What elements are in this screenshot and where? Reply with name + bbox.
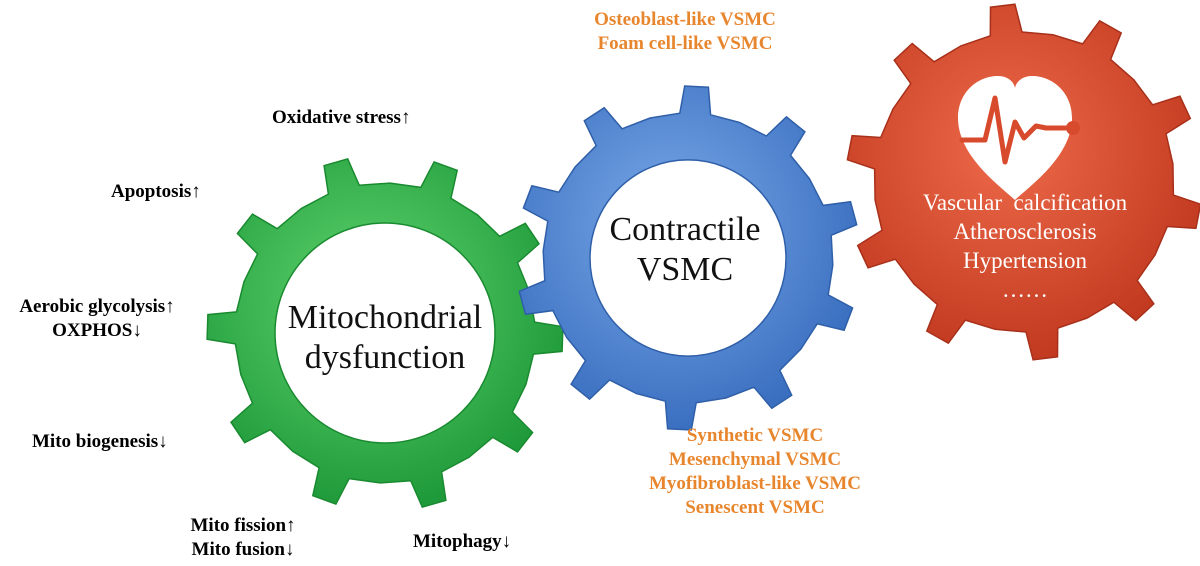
disease-line-hypertension: Hypertension xyxy=(963,248,1087,273)
mitochondrial-gear-text: Mitochondrial dysfunction xyxy=(240,298,530,378)
contractile-line2: VSMC xyxy=(636,251,734,288)
top-phenotypes: Osteoblast-like VSMC Foam cell-like VSMC xyxy=(560,8,810,56)
bottom-phenotypes: Synthetic VSMC Mesenchymal VSMC Myofibro… xyxy=(605,424,905,520)
disease-gear-text: Vascular calcification Atherosclerosis H… xyxy=(900,188,1150,304)
label-metabolism: Aerobic glycolysis↑ OXPHOS↓ xyxy=(2,295,192,343)
mitochondrial-line2: dysfunction xyxy=(304,339,466,376)
label-oxidative-stress: Oxidative stress↑ xyxy=(272,107,411,128)
label-mito-biogenesis: Mito biogenesis↓ xyxy=(32,431,168,452)
label-aerobic-glycolysis: Aerobic glycolysis↑ xyxy=(19,296,175,317)
label-apoptosis: Apoptosis↑ xyxy=(111,181,201,202)
label-mito-fusion: Mito fusion↓ xyxy=(191,539,295,560)
disease-line-vascular-calcification: Vascular calcification xyxy=(922,190,1128,215)
phenotype-foam-cell-like: Foam cell-like VSMC xyxy=(597,33,773,54)
contractile-gear-text: Contractile VSMC xyxy=(580,210,790,290)
label-mito-dynamics: Mito fission↑ Mito fusion↓ xyxy=(168,514,318,562)
phenotype-mesenchymal: Mesenchymal VSMC xyxy=(668,449,842,470)
mitochondrial-line1: Mitochondrial xyxy=(287,299,483,336)
contractile-gear xyxy=(518,85,858,431)
mitochondrial-gear xyxy=(206,157,564,509)
label-oxphos: OXPHOS↓ xyxy=(52,320,142,341)
phenotype-myofibroblast-like: Myofibroblast-like VSMC xyxy=(649,473,861,494)
contractile-line1: Contractile xyxy=(609,211,761,248)
label-mitophagy: Mitophagy↓ xyxy=(413,531,512,552)
heart-pulse-icon xyxy=(958,76,1080,200)
phenotype-synthetic: Synthetic VSMC xyxy=(686,425,824,446)
disease-line-ellipsis: …… xyxy=(1002,277,1048,302)
disease-line-atherosclerosis: Atherosclerosis xyxy=(953,219,1097,244)
label-mito-fission: Mito fission↑ xyxy=(190,515,296,536)
phenotype-senescent: Senescent VSMC xyxy=(685,497,825,518)
phenotype-osteoblast-like: Osteoblast-like VSMC xyxy=(594,9,776,30)
